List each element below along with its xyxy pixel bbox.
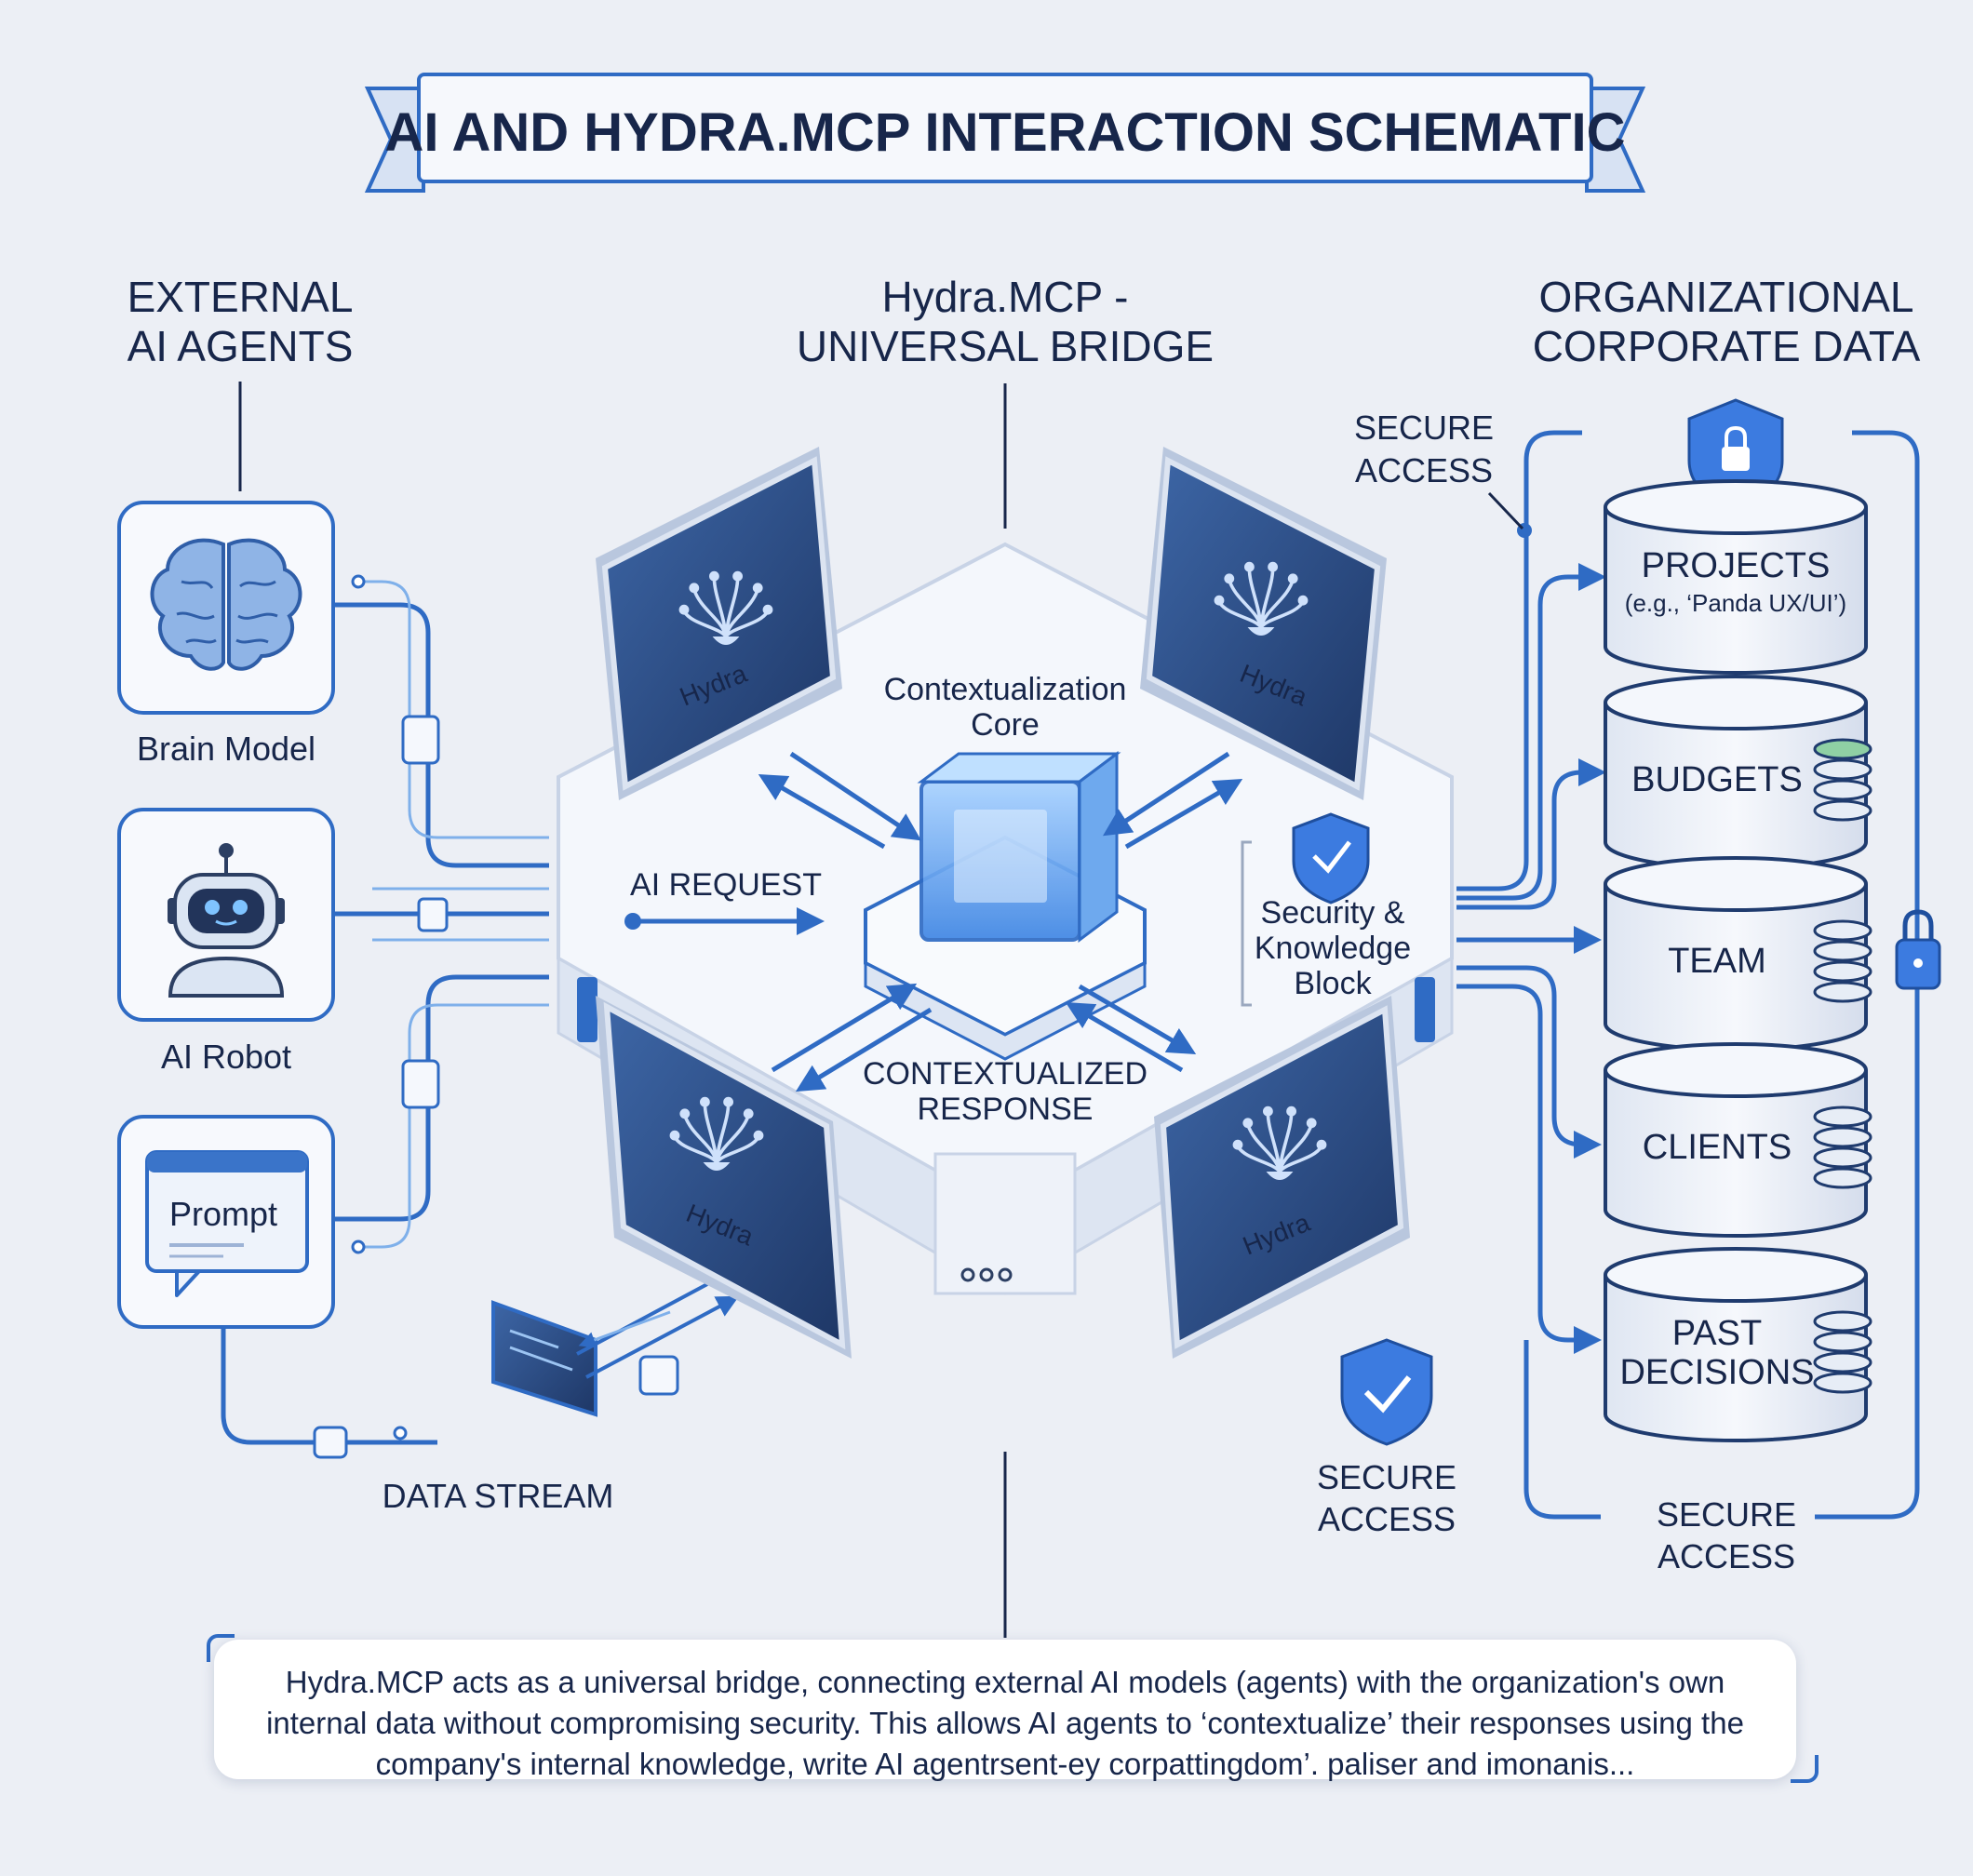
description-corner-accent-2 <box>1791 1755 1819 1783</box>
monitor-bottom-left: Hydra <box>596 996 852 1359</box>
response-label-line2: RESPONSE <box>918 1092 1094 1127</box>
right-connectors <box>1456 430 1920 1520</box>
database-list: PROJECTS (e.g., ‘Panda UX/UI’) BUDGETS TEAM… <box>1604 479 1872 1442</box>
prompt-window-text: Prompt <box>169 1195 277 1233</box>
database-sublabel-0: (e.g., ‘Panda UX/UI’) <box>1625 589 1846 617</box>
right-heading-line1: ORGANIZATIONAL <box>1539 273 1914 321</box>
monitor-top-right: Hydra <box>1140 447 1387 800</box>
security-block-line3: Block <box>1294 966 1372 1001</box>
secure-access-bottom-line2: ACCESS <box>1658 1537 1795 1575</box>
agent-card-brain <box>117 501 335 715</box>
database-0: PROJECTS (e.g., ‘Panda UX/UI’) <box>1604 479 1868 675</box>
contextualization-core <box>864 751 1147 1061</box>
database-stack-icon-3 <box>1813 1106 1872 1189</box>
database-label-4: PAST <box>1672 1314 1762 1353</box>
database-sublabel-4: DECISIONS <box>1619 1353 1814 1392</box>
core-label-line2: Core <box>971 707 1040 743</box>
right-heading-line2: CORPORATE DATA <box>1533 322 1921 370</box>
data-stream-label: DATA STREAM <box>383 1477 614 1515</box>
description-corner-accent <box>207 1634 235 1662</box>
left-heading-line1: EXTERNAL <box>128 273 354 321</box>
left-heading-line2: AI AGENTS <box>128 322 354 370</box>
data-stream-panel <box>491 1284 735 1417</box>
bitcoin-node-icon <box>313 1426 348 1459</box>
database-stack-icon-2 <box>1813 919 1872 1003</box>
database-3: CLIENTS <box>1604 1042 1872 1238</box>
database-stack-icon-1 <box>1813 738 1872 822</box>
doc-node-icon-2 <box>401 1059 440 1109</box>
database-stack-icon-4 <box>1813 1310 1872 1394</box>
secure-access-top-line2: ACCESS <box>1355 451 1493 489</box>
database-1: BUDGETS <box>1604 675 1872 870</box>
right-port-icon <box>1415 977 1435 1042</box>
agent-card-prompt: Prompt <box>117 1115 335 1329</box>
database-2: TEAM <box>1604 856 1872 1052</box>
security-block-line2: Knowledge <box>1255 931 1411 966</box>
padlock-icon <box>1895 909 1941 990</box>
shield-check-icon <box>1340 1338 1433 1446</box>
secure-access-top-line1: SECURE <box>1354 409 1494 447</box>
share-node-icon <box>417 897 449 932</box>
secure-access-center-line2: ACCESS <box>1318 1500 1456 1538</box>
shield-icon <box>1292 812 1370 904</box>
core-label-line1: Contextualization <box>884 672 1127 707</box>
security-block-line1: Security & <box>1261 895 1405 931</box>
ai-request-label: AI REQUEST <box>630 867 822 903</box>
doc-node-icon <box>401 715 440 765</box>
monitor-top-left: Hydra <box>596 447 842 800</box>
secure-access-center-line1: SECURE <box>1317 1458 1456 1496</box>
agent-label-robot: AI Robot <box>161 1038 291 1076</box>
description-panel: Hydra.MCP acts as a universal bridge, co… <box>214 1640 1796 1781</box>
database-label-3: CLIENTS <box>1643 1128 1792 1167</box>
center-heading-line2: UNIVERSAL BRIDGE <box>797 322 1214 370</box>
agent-label-brain: Brain Model <box>137 730 315 768</box>
graph-node-icon <box>638 1355 679 1396</box>
center-heading-line1: Hydra.MCP - <box>882 273 1129 321</box>
diagram-title: AI AND HYDRA.MCP INTERACTION SCHEMATIC <box>385 102 1626 163</box>
response-label-line1: CONTEXTUALIZED <box>863 1056 1148 1092</box>
prompt-window-icon <box>145 1150 309 1297</box>
agent-card-robot <box>117 808 335 1022</box>
title-banner: AI AND HYDRA.MCP INTERACTION SCHEMATIC <box>364 73 1646 193</box>
database-label-1: BUDGETS <box>1631 760 1803 799</box>
internal-flow-arrows <box>633 751 1243 1092</box>
monitor-bottom-right: Hydra <box>1154 996 1410 1359</box>
brain-icon <box>150 538 302 671</box>
database-label-2: TEAM <box>1668 942 1766 981</box>
robot-icon <box>168 843 285 998</box>
secure-access-bottom-line1: SECURE <box>1657 1495 1796 1534</box>
database-label-0: PROJECTS <box>1642 546 1831 585</box>
left-port-icon <box>577 977 597 1042</box>
